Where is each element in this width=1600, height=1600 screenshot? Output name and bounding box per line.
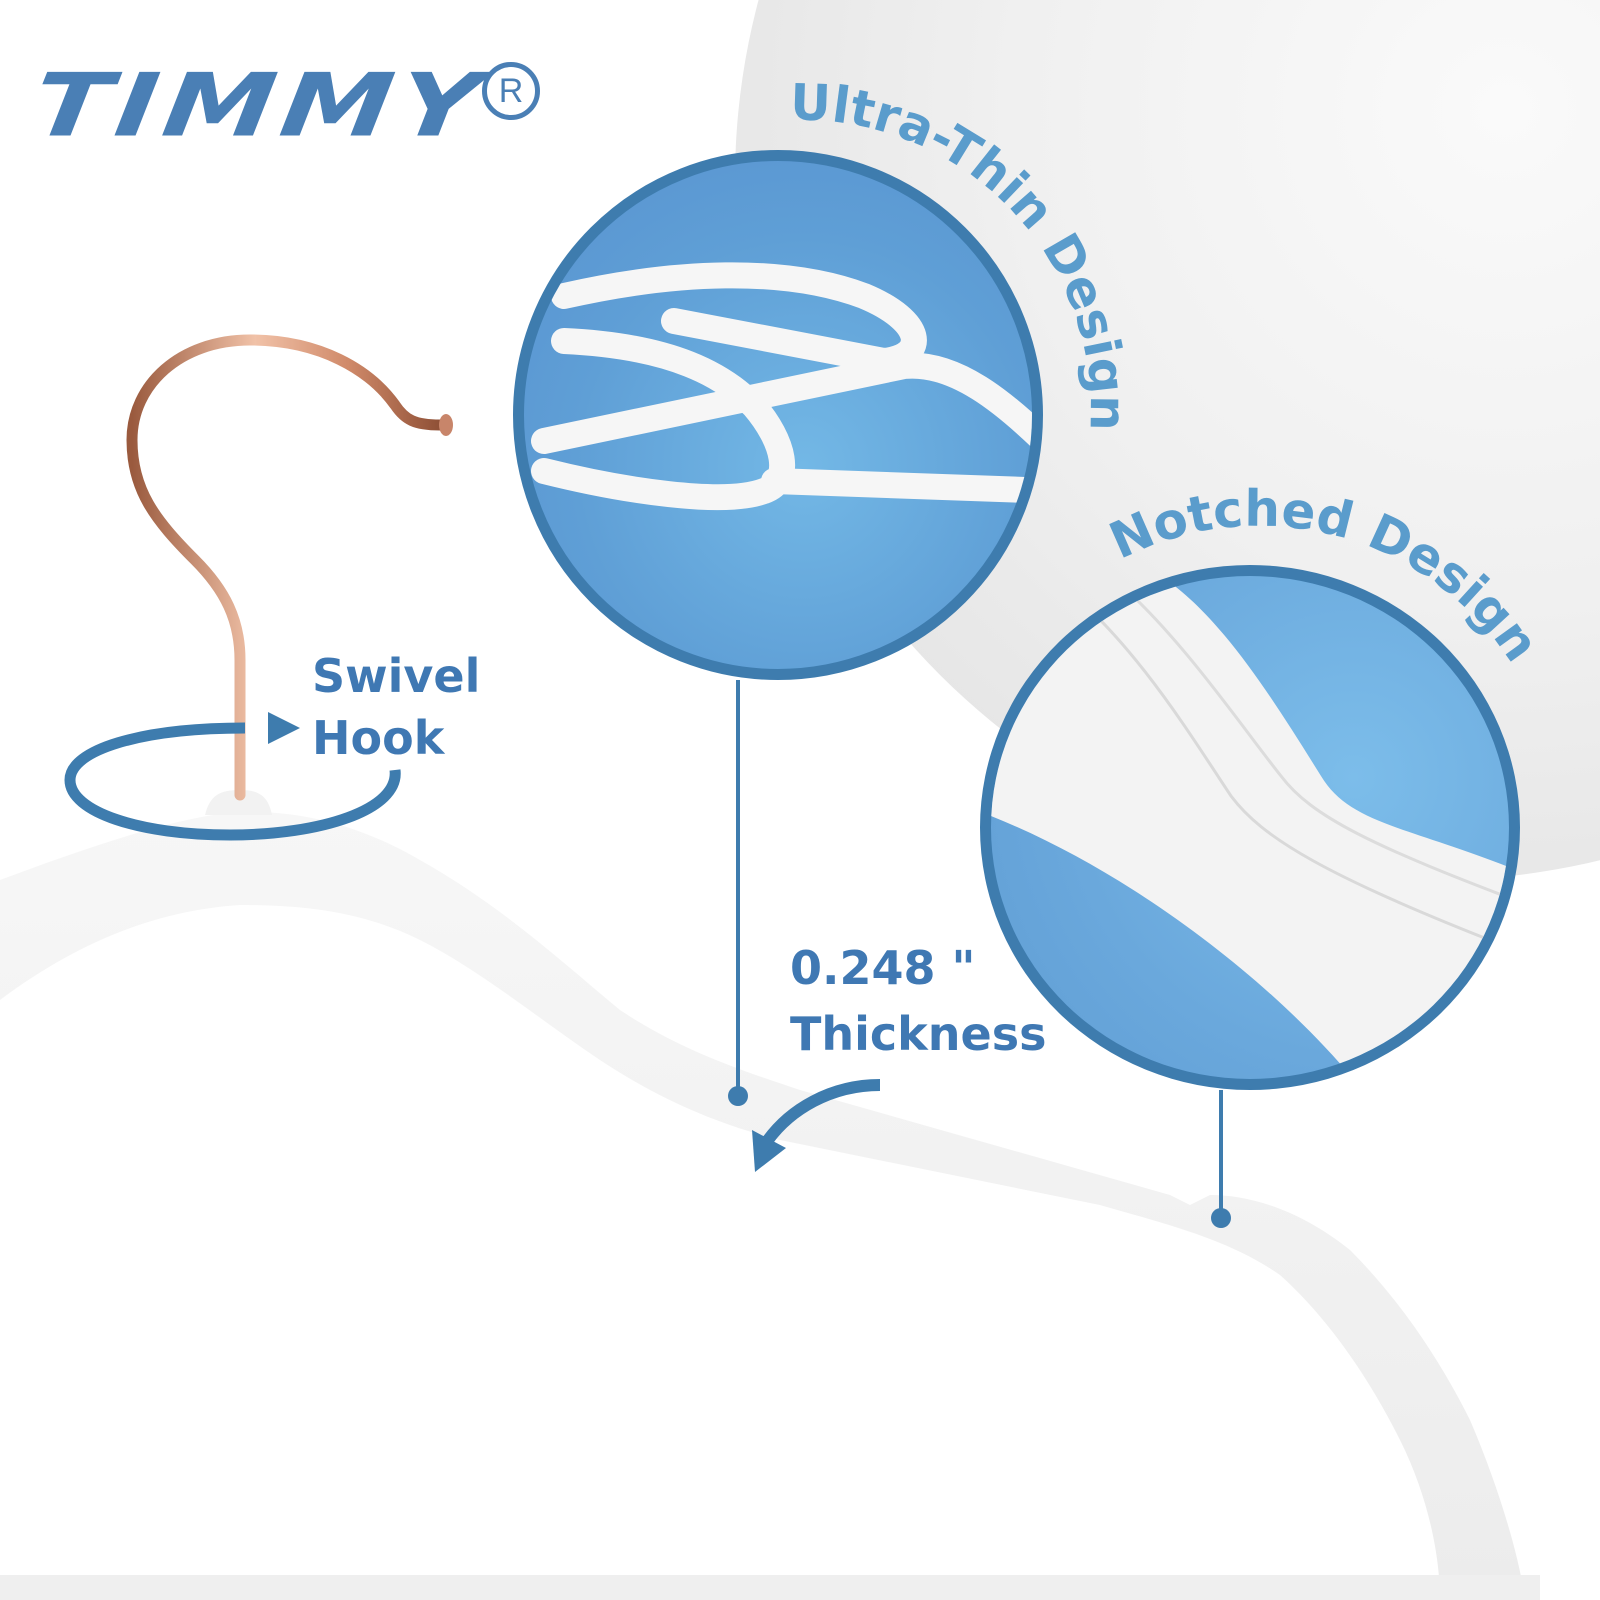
- curved-arrowhead: [752, 1130, 786, 1172]
- notched-leader-dot: [1211, 1208, 1231, 1228]
- notched-zoom-circle: [980, 565, 1520, 1090]
- rotation-arrow-icon: [64, 722, 401, 841]
- hook-tip: [439, 414, 453, 436]
- thickness-label: 0.248 " Thickness: [790, 935, 1046, 1067]
- velvet-notch-closeup: [991, 576, 1509, 1079]
- curved-arrow-icon: [763, 1079, 881, 1144]
- swivel-line2: Hook: [312, 711, 445, 765]
- brand-logo: TIMMY: [26, 54, 494, 157]
- ultra-thin-leader-line: [736, 680, 740, 1090]
- thickness-caption: Thickness: [790, 1007, 1047, 1061]
- copper-hook: [126, 334, 446, 801]
- registered-mark-icon: R: [482, 62, 540, 120]
- notched-leader-line: [1219, 1090, 1223, 1220]
- ultra-thin-zoom-circle: [513, 150, 1043, 680]
- hook-base: [205, 790, 272, 815]
- ultra-thin-leader-dot: [728, 1086, 748, 1106]
- swivel-line1: Swivel: [312, 649, 481, 703]
- rotation-arrowhead: [268, 712, 300, 744]
- hanger-bottom-bar: [0, 1575, 1540, 1600]
- thickness-value: 0.248 ": [790, 941, 976, 995]
- thin-hangers-closeup: [531, 262, 1032, 511]
- swivel-hook-label: Swivel Hook: [312, 645, 480, 769]
